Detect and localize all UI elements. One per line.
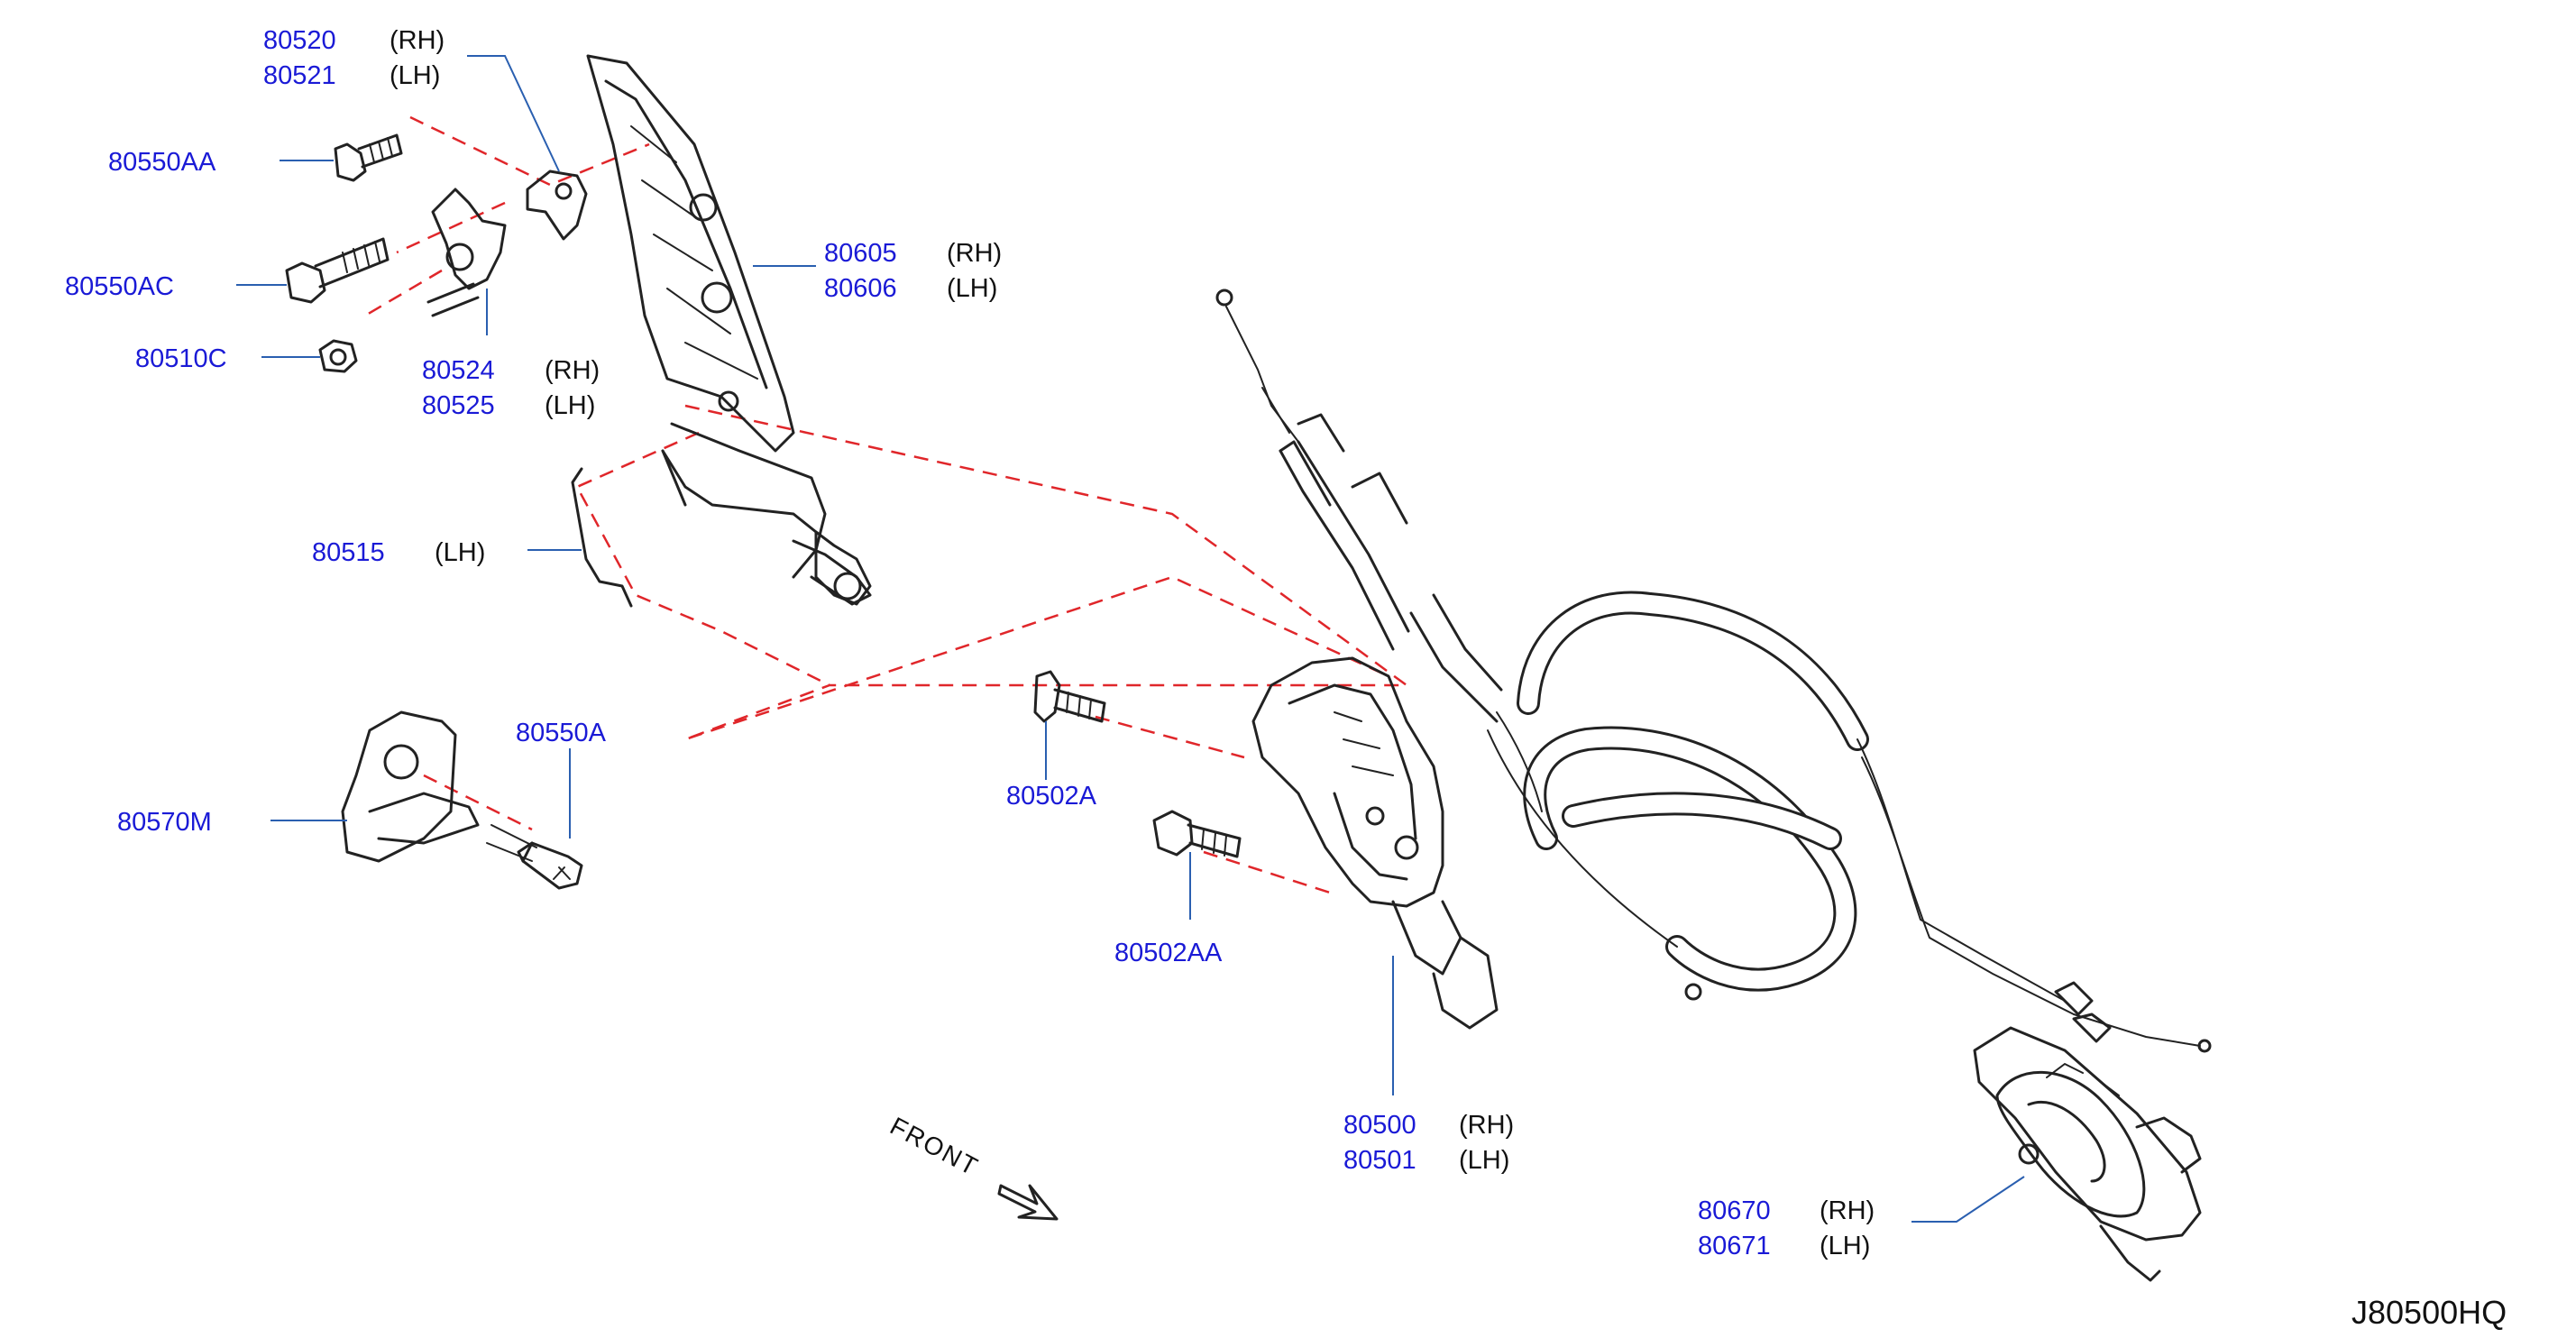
bracket-80524 [426, 188, 507, 317]
callout-80501: 80501 (LH) [1343, 1146, 1509, 1175]
key-cylinder-cable [661, 449, 872, 606]
part-number: 80550AA [108, 148, 216, 177]
callout-80570M: 80570M [117, 808, 212, 837]
callout-80550AC: 80550AC [65, 272, 174, 301]
side-label: (LH) [947, 274, 997, 303]
bolt-80502AA [1152, 810, 1242, 858]
part-number: 80524 [422, 356, 495, 385]
callout-80502AA: 80502AA [1114, 939, 1223, 967]
front-label: FRONT [885, 1112, 984, 1181]
side-label: (LH) [1459, 1146, 1509, 1175]
side-label: (LH) [390, 61, 440, 90]
callout-80521: 80521 (LH) [263, 61, 440, 90]
part-number: 80521 [263, 61, 336, 90]
screw-80550A [486, 824, 583, 890]
callout-80605: 80605 (RH) [824, 239, 1002, 268]
callout-80510C: 80510C [135, 344, 227, 373]
part-number: 80500 [1343, 1111, 1416, 1140]
part-number: 80570M [117, 808, 212, 837]
callout-80524: 80524 (RH) [422, 356, 600, 385]
side-label: (LH) [545, 391, 595, 420]
part-number: 80606 [824, 274, 897, 303]
callout-80606: 80606 (LH) [824, 274, 997, 303]
diagram-code: J80500HQ [2351, 1294, 2507, 1331]
callout-80515: 80515 (LH) [312, 538, 485, 567]
side-label: (RH) [545, 356, 600, 385]
nut-80510C [318, 339, 358, 373]
door-lock-actuator [1251, 656, 1499, 1030]
bolt-80550AA [334, 133, 403, 182]
assembly-guide-lines [364, 115, 1410, 894]
callout-80502A: 80502A [1006, 782, 1097, 811]
rod-80515 [571, 467, 633, 608]
cable-hose-loop [1487, 591, 2212, 1053]
part-number: 80502AA [1114, 939, 1223, 967]
striker-80570M [341, 710, 480, 863]
callout-80671: 80671 (LH) [1698, 1232, 1870, 1260]
part-number: 80550AC [65, 272, 174, 301]
callout-80670: 80670 (RH) [1698, 1196, 1875, 1225]
side-label: (RH) [1459, 1111, 1514, 1140]
callout-80550A: 80550A [516, 719, 607, 747]
leader-lines [236, 55, 2025, 1223]
part-number: 80510C [135, 344, 227, 373]
callout-80550AA: 80550AA [108, 148, 216, 177]
part-number: 80501 [1343, 1146, 1416, 1175]
front-arrow-icon [997, 1184, 1059, 1221]
actuator-cable-upper [1215, 289, 1503, 723]
screw-80502A [1033, 670, 1106, 723]
part-number: 80550A [516, 719, 607, 747]
part-number: 80525 [422, 391, 495, 420]
callout-80520: 80520 (RH) [263, 26, 445, 55]
callout-80525: 80525 (LH) [422, 391, 595, 420]
bracket-80520 [526, 170, 588, 241]
part-number: 80671 [1698, 1232, 1771, 1260]
part-number: 80670 [1698, 1196, 1771, 1225]
side-label: (RH) [1820, 1196, 1875, 1225]
part-number: 80502A [1006, 782, 1097, 811]
outside-handle-body [586, 54, 872, 606]
part-number: 80520 [263, 26, 336, 55]
side-label: (RH) [390, 26, 445, 55]
part-number: 80605 [824, 239, 897, 268]
bolt-80550AC [285, 237, 390, 304]
side-label: (LH) [1820, 1232, 1870, 1260]
side-label: (LH) [435, 538, 485, 567]
part-number: 80515 [312, 538, 385, 567]
side-label: (RH) [947, 239, 1002, 268]
callout-80500: 80500 (RH) [1343, 1111, 1514, 1140]
inside-handle [1973, 1026, 2202, 1282]
